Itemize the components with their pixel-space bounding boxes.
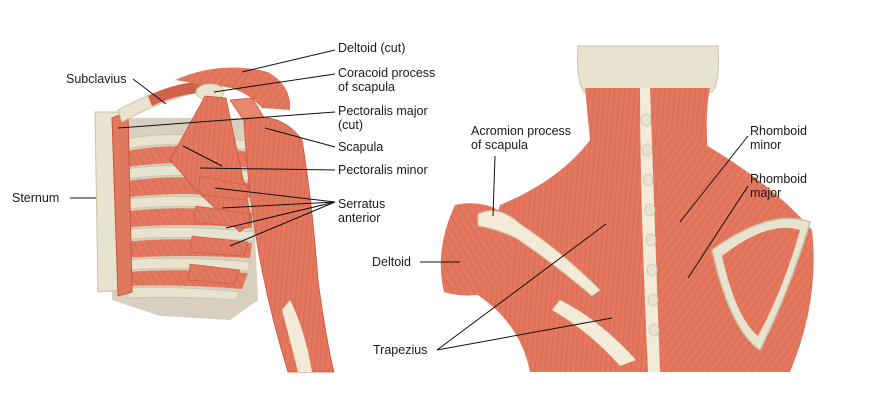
label-pectoralis-major: Pectoralis major (cut) — [338, 104, 428, 132]
label-deltoid: Deltoid — [372, 255, 411, 269]
trapezius-tendon — [552, 300, 636, 366]
label-rhomboid-major: Rhomboid major — [750, 172, 807, 200]
label-subclavius: Subclavius — [66, 72, 127, 86]
label-rhomboid-minor-line1: Rhomboid — [750, 124, 807, 138]
label-acromion-process: Acromion process of scapula — [471, 124, 571, 152]
anterior-chest-drawing — [94, 67, 335, 373]
arm-tendon — [282, 300, 312, 372]
posterior-back-drawing — [440, 45, 814, 372]
label-pectoralis-major-line2: (cut) — [338, 118, 363, 132]
acromion-bone — [477, 210, 601, 297]
label-serratus-anterior: Serratus anterior — [338, 197, 385, 225]
vertebrae — [640, 113, 660, 337]
upper-arm — [243, 117, 335, 373]
label-coracoid-line1: Coracoid process — [338, 66, 436, 80]
label-deltoid-cut: Deltoid (cut) — [338, 41, 406, 55]
label-pectoralis-minor: Pectoralis minor — [338, 163, 428, 177]
deltoid-cut-muscle — [175, 67, 291, 110]
label-serratus-line1: Serratus — [338, 197, 386, 211]
label-sternum: Sternum — [12, 191, 60, 205]
label-pectoralis-major-line1: Pectoralis major — [338, 104, 428, 118]
label-rhomboid-minor: Rhomboid minor — [750, 124, 807, 152]
label-rhomboid-minor-line2: minor — [750, 138, 782, 152]
skull-base — [577, 45, 719, 93]
label-acromion-line1: Acromion process — [471, 124, 572, 138]
label-serratus-line2: anterior — [338, 211, 381, 225]
label-trapezius: Trapezius — [373, 343, 428, 357]
label-scapula: Scapula — [338, 140, 384, 154]
label-rhomboid-major-line1: Rhomboid — [750, 172, 807, 186]
label-acromion-line2: of scapula — [471, 138, 528, 152]
label-coracoid-process: Coracoid process of scapula — [338, 66, 435, 94]
label-rhomboid-major-line2: major — [750, 186, 782, 200]
label-coracoid-line2: of scapula — [338, 80, 395, 94]
serratus-anterior-muscle — [187, 175, 251, 285]
leader-lines — [70, 49, 749, 351]
